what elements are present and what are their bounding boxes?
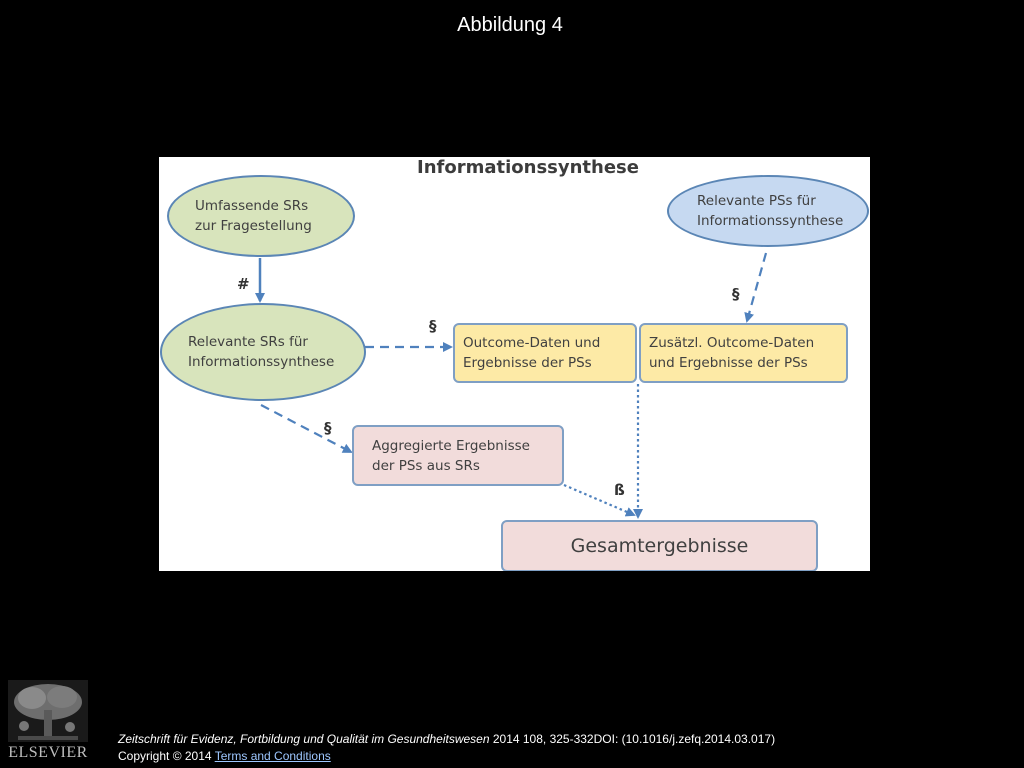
- edge-aggregiert-to-gesamt: [563, 483, 636, 517]
- figure-title: Informationssynthese: [417, 157, 639, 178]
- edge-label-paragraph-top: §: [732, 285, 740, 303]
- edges-layer: [255, 252, 768, 519]
- node-relevante-srs: Relevante SRs für Informationssynthese: [160, 303, 366, 401]
- elsevier-wordmark: ELSEVIER: [8, 744, 88, 761]
- node-outcome-daten: Outcome-Daten und Ergebnisse der PSs: [453, 323, 637, 383]
- node-umfassende-srs: Umfassende SRs zur Fragestellung: [167, 175, 355, 257]
- edge-label-paragraph-diag: §: [324, 419, 332, 437]
- copyright-line: Copyright © 2014 Terms and Conditions: [118, 748, 775, 765]
- node-zusaetzl-outcome: Zusätzl. Outcome-Daten und Ergebnisse de…: [639, 323, 848, 383]
- terms-and-conditions-link[interactable]: Terms and Conditions: [214, 749, 331, 763]
- node-relevante-pss: Relevante PSs für Informationssynthese: [667, 175, 869, 247]
- node-gesamtergebnisse-label: Gesamtergebnisse: [570, 535, 749, 557]
- edge-relevante-pss-to-zusaetzl: [744, 252, 768, 323]
- node-aggregierte-ergebnisse: Aggregierte Ergebnisse der PSs aus SRs: [352, 425, 564, 486]
- node-aggregierte-ergebnisse-label: Aggregierte Ergebnisse der PSs aus SRs: [372, 437, 530, 474]
- node-zusaetzl-outcome-label: Zusätzl. Outcome-Daten und Ergebnisse de…: [649, 335, 815, 371]
- citation-details: 2014 108, 325-332DOI: (10.1016/j.zefq.20…: [489, 732, 776, 746]
- elsevier-tree-logo: [8, 680, 88, 742]
- citation-journal: Zeitschrift für Evidenz, Fortbildung und…: [118, 732, 490, 746]
- figure-informationssynthese: Informationssynthese Umfassende SRs zur …: [159, 157, 870, 571]
- slide-title: Abbildung 4: [457, 14, 563, 36]
- node-gesamtergebnisse: Gesamtergebnisse: [501, 520, 818, 571]
- citation: Zeitschrift für Evidenz, Fortbildung und…: [118, 731, 775, 765]
- edge-label-paragraph-right: §: [429, 317, 437, 335]
- node-relevante-srs-label: Relevante SRs für Informationssynthese: [188, 334, 335, 370]
- node-umfassende-srs-label: Umfassende SRs zur Fragestellung: [195, 198, 312, 234]
- copyright-text: Copyright © 2014: [118, 749, 215, 763]
- node-outcome-daten-label: Outcome-Daten und Ergebnisse der PSs: [463, 335, 601, 371]
- edge-label-eszett: ß: [614, 481, 625, 499]
- edge-relevante-srs-to-aggregiert: [260, 404, 353, 453]
- citation-line: Zeitschrift für Evidenz, Fortbildung und…: [118, 731, 775, 748]
- node-relevante-pss-label: Relevante PSs für Informationssynthese: [697, 193, 844, 229]
- edge-label-hash: #: [237, 275, 250, 293]
